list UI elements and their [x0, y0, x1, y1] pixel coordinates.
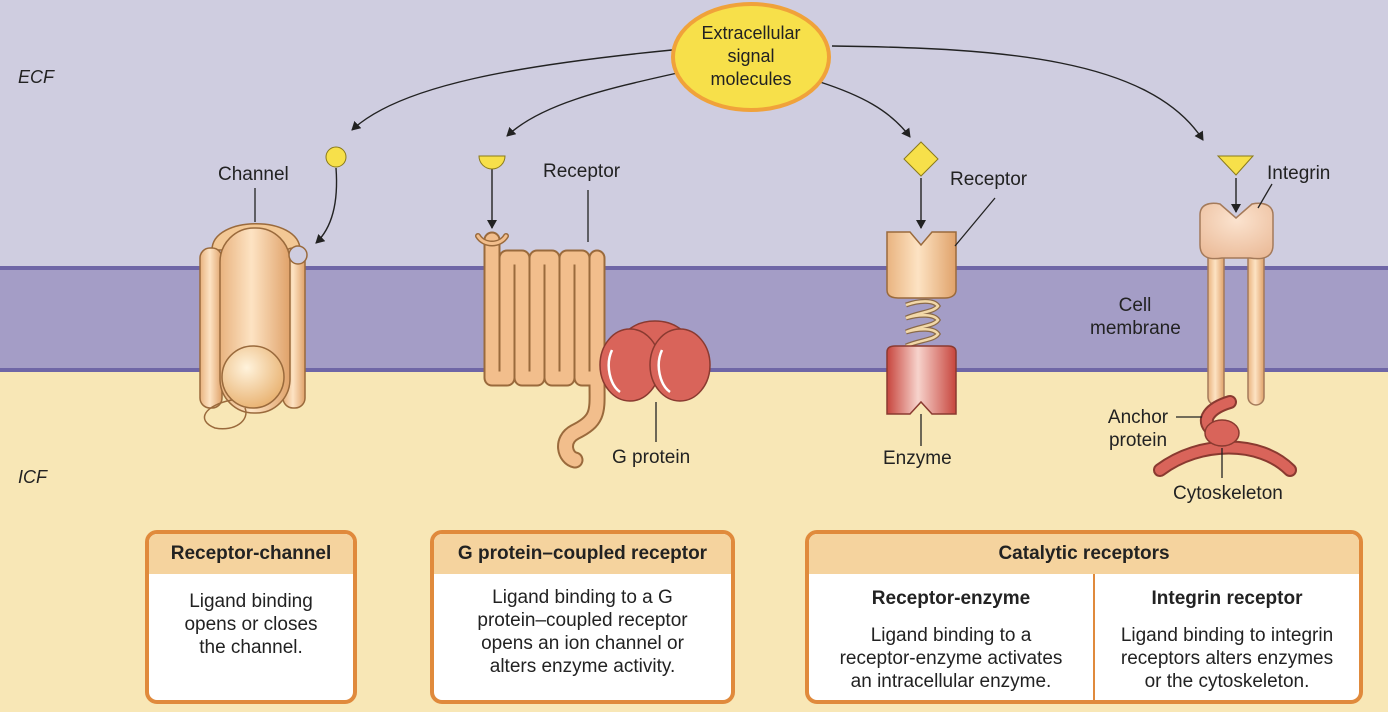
integrin-receptor-line-2: receptors alters enzymes [1120, 648, 1334, 669]
signal-line-3: molecules [710, 69, 792, 89]
membrane-line-1: Cell [1118, 295, 1152, 316]
gpcr-receptor-label: Receptor [543, 161, 621, 182]
receptor-enzyme-title: Receptor-enzyme [871, 588, 1031, 609]
receptor-channel-description: Ligand binding opens or closes the chann… [149, 574, 353, 659]
signal-line-2: signal [727, 46, 775, 66]
membrane-line-2: membrane [1090, 318, 1181, 339]
receptor-enzyme-line-1: Ligand binding to a [870, 625, 1032, 646]
anchor-protein-label: Anchor protein [1100, 406, 1176, 452]
signal-molecules-label: Extracellular signal molecules [681, 22, 821, 91]
catalytic-divider [1093, 574, 1095, 700]
arrow-to-integrin-ligand [831, 45, 1204, 141]
signal-line-1: Extracellular [701, 23, 801, 43]
enzyme-label: Enzyme [883, 448, 952, 469]
receptor-enzyme-line-2: receptor-enzyme activates [839, 648, 1063, 669]
integrin-receptor-description: Ligand binding to integrin receptors alt… [1095, 624, 1359, 693]
integrin-ligand [1216, 155, 1255, 176]
gpcr-box: G protein–coupled receptor Ligand bindin… [430, 530, 735, 704]
gpcr-line-1: Ligand binding to a G [492, 587, 673, 608]
arrow-to-gpcr-ligand [506, 71, 683, 137]
icf-label: ICF [18, 467, 47, 487]
catalytic-receptors-box: Catalytic receptors Receptor-enzyme Liga… [805, 530, 1363, 704]
arrow-to-channel-ligand [351, 49, 673, 131]
gpcr-line-2: protein–coupled receptor [477, 610, 688, 631]
cytoskeleton-label: Cytoskeleton [1173, 483, 1283, 504]
receptor-channel-line-1: Ligand binding [189, 591, 313, 612]
receptor-channel-title: Receptor-channel [149, 534, 353, 574]
receptor-channel-line-2: opens or closes [184, 614, 318, 635]
cell-membrane-label: Cell membrane [1090, 294, 1181, 340]
gpcr-ligand [478, 155, 506, 170]
receptor-enzyme-section: Receptor-enzyme Ligand binding to a rece… [809, 574, 1093, 700]
receptor-enzyme-description: Ligand binding to a receptor-enzyme acti… [809, 624, 1093, 693]
gpcr-description: Ligand binding to a G protein–coupled re… [434, 574, 731, 678]
ecf-label: ECF [18, 67, 54, 87]
integrin-receptor-line-3: or the cytoskeleton. [1144, 671, 1310, 692]
integrin-leader [1257, 183, 1273, 209]
gpcr-title: G protein–coupled receptor [434, 534, 731, 574]
arrow-ligand-to-channel [315, 167, 338, 244]
receptor-channel [199, 223, 308, 430]
arrow-to-enzyme-ligand [819, 81, 911, 138]
g-protein [599, 320, 711, 402]
receptor-enzyme-line-3: an intracellular enzyme. [850, 671, 1052, 692]
integrin-label: Integrin [1267, 163, 1331, 184]
enzyme-receptor-leader [954, 197, 996, 247]
membrane-outer-edge [0, 266, 1388, 270]
integrin-receptor [1199, 202, 1274, 406]
signal-molecules-ellipse [671, 2, 831, 112]
enzyme-receptor-label: Receptor [950, 169, 1028, 190]
signal-arrows [315, 45, 1241, 244]
enzyme-ligand [903, 141, 939, 177]
g-protein-label: G protein [612, 447, 691, 468]
gpcr-line-4: alters enzyme activity. [489, 656, 676, 677]
gpcr-line-3: opens an ion channel or [481, 633, 684, 654]
g-protein-coupled-receptor [475, 231, 606, 469]
receptor-channel-line-3: the channel. [199, 637, 303, 658]
channel-label: Channel [218, 164, 289, 185]
catalytic-receptors-title: Catalytic receptors [809, 534, 1359, 574]
channel-ligand [325, 146, 347, 168]
integrin-receptor-section: Integrin receptor Ligand binding to inte… [1095, 574, 1359, 700]
integrin-receptor-line-1: Ligand binding to integrin [1120, 625, 1334, 646]
anchor-line-2: protein [1108, 430, 1168, 451]
receptor-enzyme [886, 231, 957, 415]
anchor-protein [1153, 395, 1297, 477]
integrin-receptor-title: Integrin receptor [1151, 588, 1303, 609]
receptor-channel-box: Receptor-channel Ligand binding opens or… [145, 530, 357, 704]
anchor-line-1: Anchor [1107, 407, 1169, 428]
